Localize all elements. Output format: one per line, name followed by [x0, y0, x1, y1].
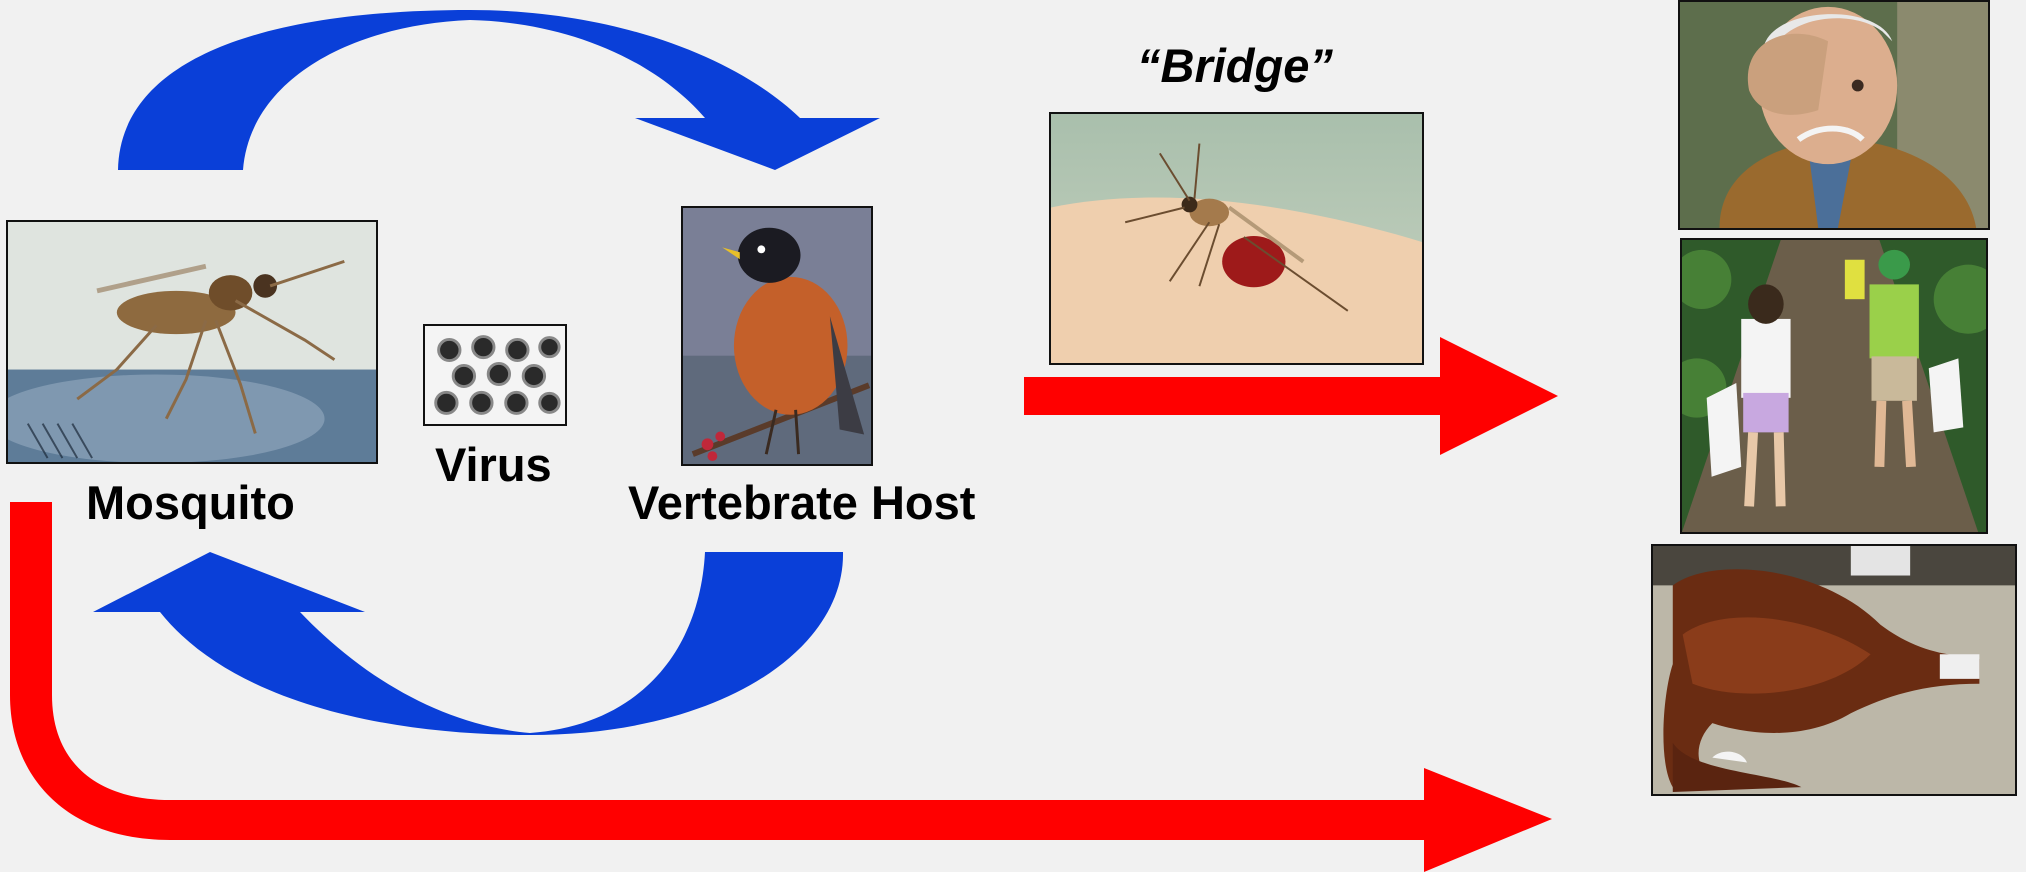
bridge-label: “Bridge” — [1137, 38, 1333, 93]
children-on-trail-photo — [1680, 238, 1988, 534]
elderly-man-headache-photo — [1678, 0, 1990, 230]
blood-fed-mosquito-on-skin-photo — [1049, 112, 1424, 365]
sick-horse-lying-photo — [1651, 544, 2017, 796]
cycle-arrow-host-to-mosquito — [93, 552, 843, 735]
mosquito-photo — [6, 220, 378, 464]
robin-bird-photo — [681, 206, 873, 466]
mosquito-label: Mosquito — [86, 475, 295, 530]
vertebrate-host-label: Vertebrate Host — [628, 475, 975, 530]
cycle-arrow-mosquito-to-host — [118, 10, 880, 170]
virus-label: Virus — [435, 437, 552, 492]
virus-micrograph — [423, 324, 567, 426]
